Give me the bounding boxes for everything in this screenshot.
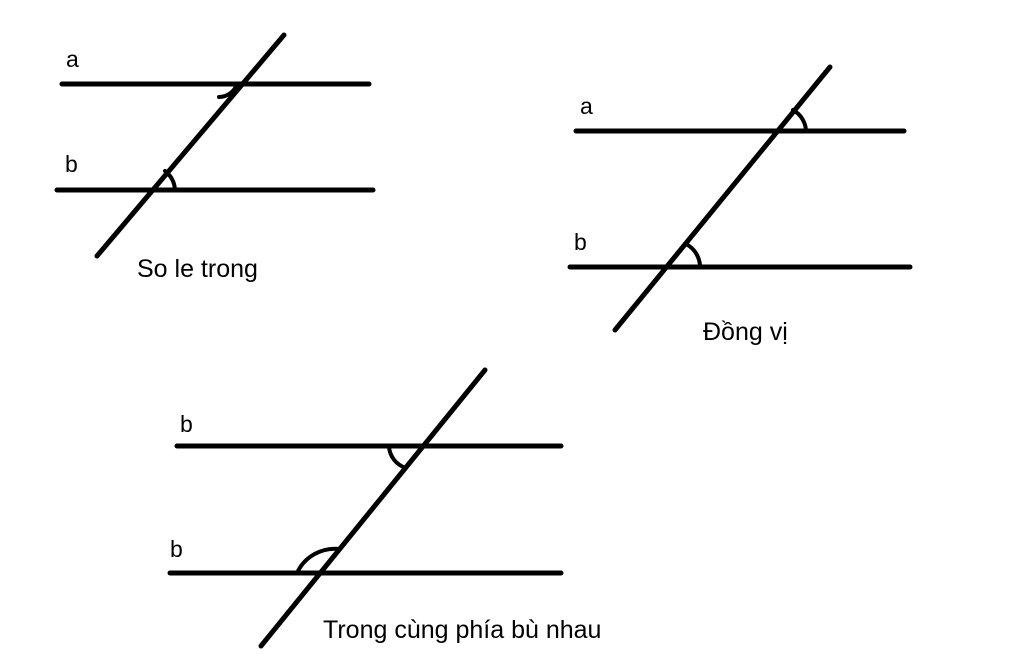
angle-arc-upper — [387, 444, 408, 470]
line-label-b: b — [65, 151, 78, 177]
caption-so-le-trong: So le trong — [137, 255, 258, 283]
angle-arc-upper — [791, 108, 808, 133]
angle-arc-lower — [295, 546, 342, 575]
angle-arc-upper — [217, 82, 239, 99]
angle-arc-lower — [684, 242, 702, 269]
line-label-b: b — [574, 229, 587, 255]
figure-corresponding: a b Đồng vị — [567, 64, 913, 346]
line-label-b-lower: b — [170, 536, 183, 562]
caption-trong-cung-phia: Trong cùng phía bù nhau — [323, 616, 601, 644]
angle-arc-lower — [163, 169, 177, 192]
line-label-b-upper: b — [180, 411, 193, 437]
transversal-line — [94, 32, 287, 259]
figure-co-interior: b b Trong cùng phía bù nhau — [167, 367, 601, 649]
figure-alternate-interior: a b So le trong — [54, 32, 376, 283]
caption-dong-vi: Đồng vị — [703, 318, 788, 346]
line-label-a: a — [580, 93, 593, 119]
line-label-a: a — [66, 46, 79, 72]
transversal-line — [612, 64, 833, 333]
transversal-line — [258, 367, 488, 649]
